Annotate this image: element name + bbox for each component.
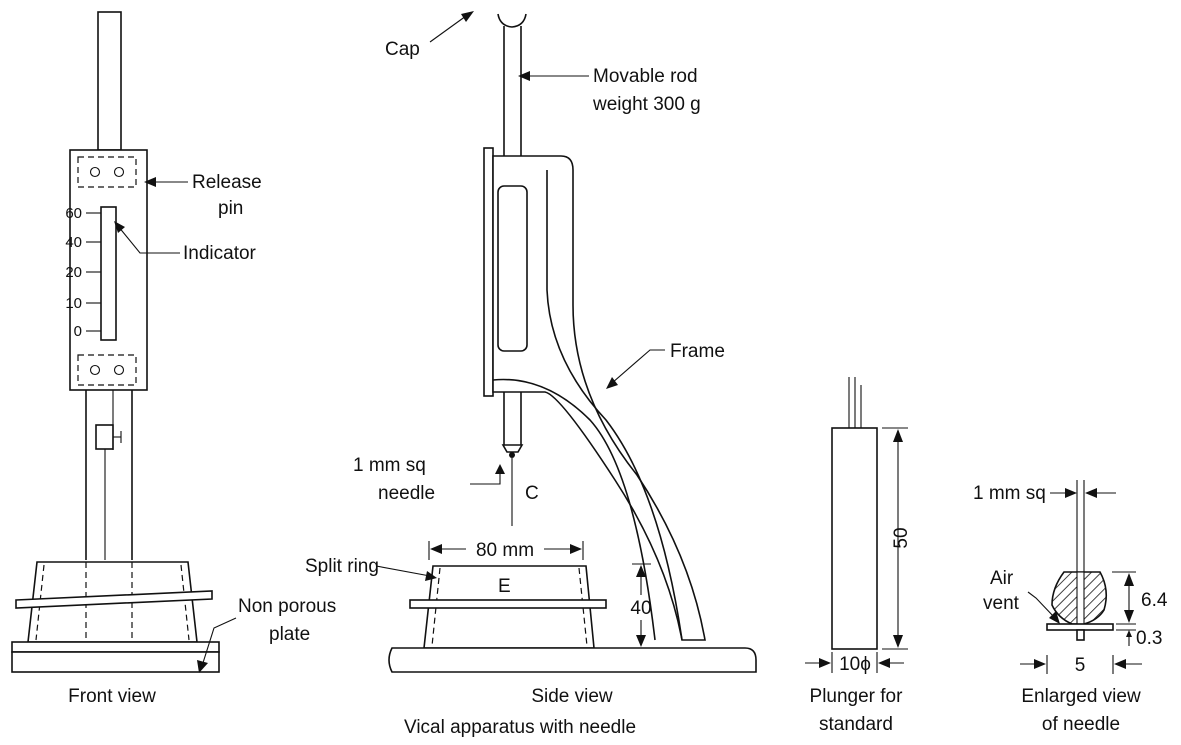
- dim-5: 5: [1075, 655, 1086, 676]
- scale-20: 20: [65, 264, 82, 281]
- dim-80mm: 80 mm: [476, 540, 534, 561]
- dim-10phi: 10ϕ: [839, 654, 871, 675]
- needle-label: 1 mm sq: [353, 455, 426, 476]
- plunger-body: [831, 427, 878, 650]
- air-vent-label: Air: [990, 568, 1014, 589]
- front-plate: [11, 641, 220, 653]
- side-view-title: Side view: [531, 686, 613, 707]
- non-porous-label: Non porous: [238, 596, 336, 617]
- non-porous-label-2: plate: [269, 624, 310, 645]
- indicator-slot: [100, 206, 117, 341]
- dim-40: 40: [630, 598, 651, 619]
- enlarged-needle: [1046, 480, 1114, 641]
- enlarged-title-2: of needle: [1042, 714, 1120, 735]
- scale-60: 60: [65, 205, 82, 222]
- scale-0: 0: [74, 323, 82, 340]
- dim-50: 50: [891, 527, 912, 548]
- scale-40: 40: [65, 234, 82, 251]
- frame-label: Frame: [670, 341, 725, 362]
- indicator-label: Indicator: [183, 243, 257, 264]
- front-view-title: Front view: [68, 686, 156, 707]
- plunger-title: Plunger for: [810, 686, 904, 707]
- movable-rod-label: Movable rod: [593, 66, 698, 87]
- plunger-title-2: standard: [819, 714, 893, 735]
- cap: [497, 13, 527, 28]
- needle-label-2: needle: [378, 483, 435, 504]
- front-view: [11, 11, 220, 673]
- figure-caption: Vical apparatus with needle: [404, 717, 636, 738]
- needle-sq-label: 1 mm sq: [973, 483, 1046, 504]
- side-base: [388, 647, 757, 673]
- scale-10: 10: [65, 295, 82, 312]
- movable-rod-label-2: weight 300 g: [592, 94, 701, 115]
- side-view: [388, 13, 757, 673]
- plunger: [831, 377, 878, 650]
- enlarged-title: Enlarged view: [1021, 686, 1141, 707]
- e-mark: E: [498, 576, 511, 597]
- release-pin-label: Release: [192, 172, 262, 193]
- frame: [492, 155, 706, 641]
- c-mark: C: [525, 483, 539, 504]
- dim-6-4: 6.4: [1141, 590, 1168, 611]
- release-pin-label-2: pin: [218, 198, 243, 219]
- split-ring-label: Split ring: [305, 556, 379, 577]
- release-pin-icon: [89, 166, 101, 178]
- front-body: [69, 149, 148, 391]
- dim-0-3: 0.3: [1136, 628, 1162, 649]
- front-rod: [97, 11, 122, 151]
- cap-label: Cap: [385, 39, 420, 60]
- air-vent-label-2: vent: [983, 593, 1020, 614]
